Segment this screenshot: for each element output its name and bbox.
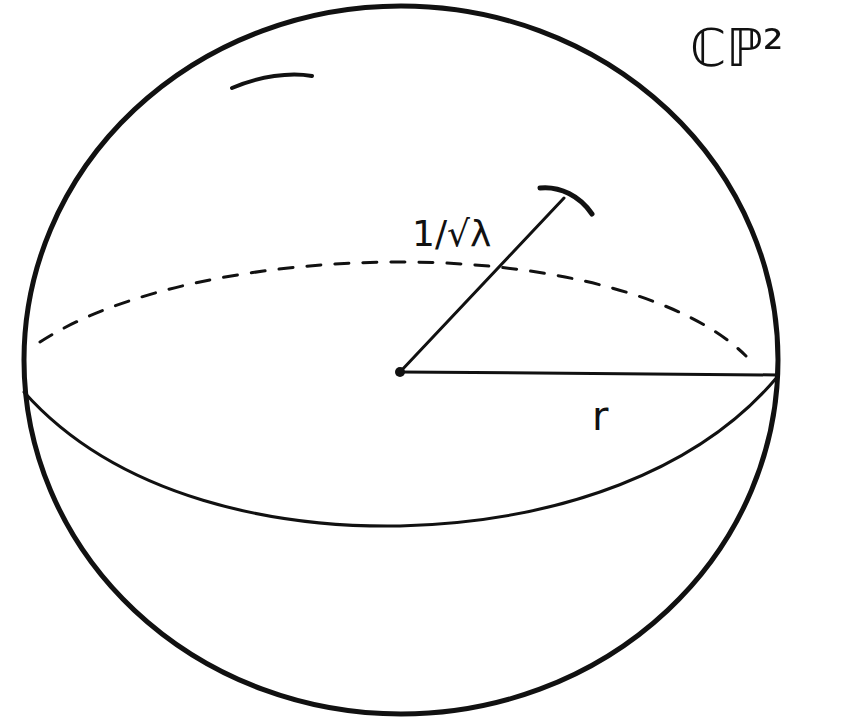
end-bar xyxy=(540,188,592,214)
radius-line xyxy=(400,372,778,375)
radius-label: 1/√λ xyxy=(412,216,491,252)
sphere-outline xyxy=(24,6,778,714)
pen-mark xyxy=(232,75,312,89)
radius-line xyxy=(400,198,564,372)
equator-back xyxy=(40,262,746,356)
equator-front xyxy=(24,376,778,526)
center-dot xyxy=(395,367,405,377)
space-name: ℂℙ² xyxy=(690,22,784,74)
radius-label: r xyxy=(592,396,608,436)
